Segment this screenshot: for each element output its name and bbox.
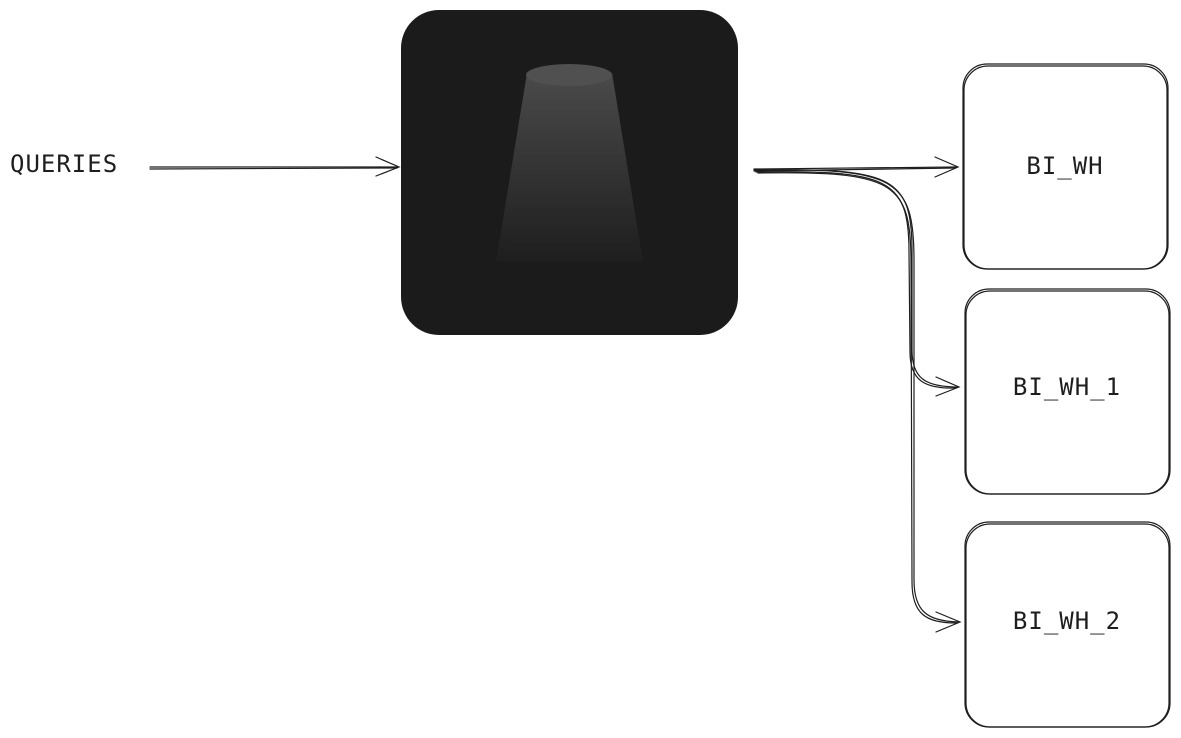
spotlight-lamp-icon (496, 64, 643, 262)
target-box-bi-wh (962, 63, 1169, 270)
arrow-to-bi-wh-2 (755, 169, 962, 633)
arrow-to-bi-wh (753, 156, 960, 178)
queries-label: QUERIES (10, 150, 119, 178)
target-label-bi-wh-1: BI_WH_1 (1012, 373, 1122, 401)
target-label-bi-wh: BI_WH (1026, 152, 1104, 180)
target-label-bi-wh-2: BI_WH_2 (1012, 607, 1122, 635)
target-box-bi-wh-1 (964, 288, 1171, 495)
target-box-bi-wh-2 (964, 521, 1171, 728)
router-box (401, 10, 738, 335)
queries-arrow (149, 156, 401, 177)
arrow-to-bi-wh-1 (753, 169, 961, 397)
